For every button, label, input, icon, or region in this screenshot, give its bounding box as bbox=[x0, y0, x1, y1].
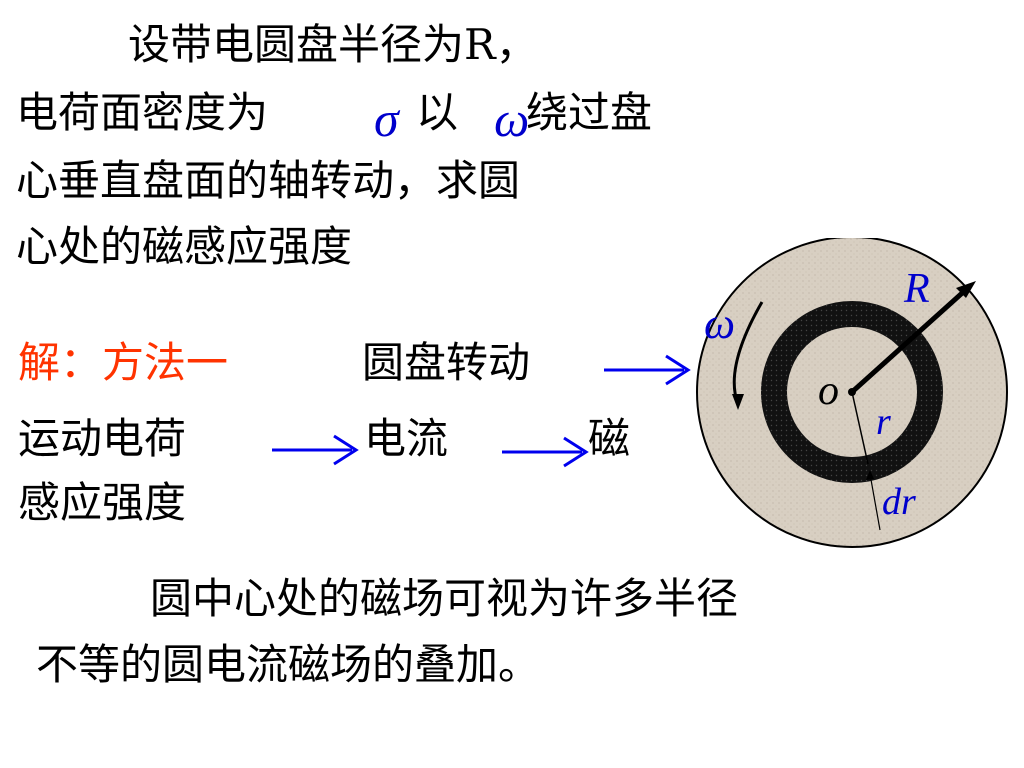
label-R: R bbox=[903, 266, 930, 312]
conclusion-line-2: 不等的圆电流磁场的叠加。 bbox=[36, 640, 541, 689]
arrow-icon bbox=[272, 434, 359, 466]
conclusion-line-1: 圆中心处的磁场可视为许多半径 bbox=[150, 574, 739, 623]
solution-heading: 解：方法一 bbox=[18, 338, 229, 387]
solution-step-moving-charge: 运动电荷 bbox=[18, 414, 187, 463]
solution-step-current: 电流 bbox=[364, 414, 449, 463]
label-r: r bbox=[876, 401, 891, 443]
omega-symbol: ω bbox=[494, 91, 530, 147]
problem-line-2a: 电荷面密度为 bbox=[16, 88, 269, 137]
solution-step-disk-rotation: 圆盘转动 bbox=[362, 338, 531, 387]
problem-line-4: 心处的磁感应强度 bbox=[16, 222, 353, 271]
dr-arrowhead bbox=[866, 470, 874, 480]
problem-line-3: 心垂直盘面的轴转动，求圆 bbox=[16, 156, 521, 205]
sigma-symbol: σ bbox=[374, 91, 399, 147]
center-point bbox=[848, 388, 856, 396]
problem-line-2b: 以 bbox=[416, 88, 459, 137]
problem-line-1: 设带电圆盘半径为R， bbox=[128, 20, 538, 69]
current-ring bbox=[761, 301, 943, 483]
radius-R-line bbox=[850, 284, 972, 394]
dr-pointer bbox=[869, 473, 881, 531]
radius-r-line bbox=[851, 391, 869, 465]
solution-step-magnetic: 磁 bbox=[588, 414, 631, 463]
solution-step-induction: 感应强度 bbox=[18, 478, 187, 527]
label-dr: dr bbox=[882, 481, 916, 523]
problem-line-2c: 绕过盘 bbox=[526, 88, 653, 137]
rotation-arrowhead bbox=[732, 394, 744, 410]
arrow-icon bbox=[604, 354, 691, 386]
label-center-o: o bbox=[818, 368, 839, 414]
radius-R-arrowhead bbox=[956, 281, 976, 298]
rotating-disk-diagram: R ω o r dr bbox=[696, 238, 1008, 548]
label-omega: ω bbox=[704, 299, 735, 348]
arrow-icon bbox=[502, 436, 589, 468]
